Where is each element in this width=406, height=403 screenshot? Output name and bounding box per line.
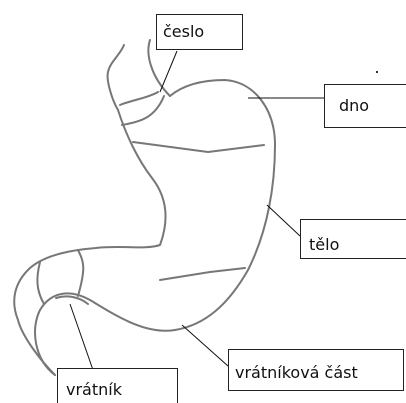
body-line bbox=[160, 268, 245, 280]
label-vratnik: vrátník bbox=[57, 368, 178, 403]
pylorus-line bbox=[78, 250, 83, 296]
label-dno: dno bbox=[324, 84, 406, 128]
label-ceslo: česlo bbox=[156, 14, 243, 50]
label-vratnikova-cast: vrátníková část bbox=[228, 349, 404, 391]
esophagus-left-wall bbox=[108, 45, 124, 110]
fundus-line bbox=[133, 142, 264, 152]
cardia-line-lower bbox=[122, 96, 164, 125]
pyloric-sphincter-line bbox=[37, 262, 44, 304]
stomach-outer-wall bbox=[35, 80, 275, 375]
pointer-telo bbox=[267, 205, 300, 236]
label-telo: tělo bbox=[300, 219, 406, 259]
stomach-inner-wall bbox=[14, 110, 165, 375]
pointer-ceslo bbox=[160, 51, 177, 92]
pointer-vratnik bbox=[70, 304, 93, 370]
stray-mark bbox=[376, 71, 378, 73]
cardia-line-upper bbox=[120, 92, 158, 105]
pointer-vratnikova-cast bbox=[182, 325, 228, 366]
